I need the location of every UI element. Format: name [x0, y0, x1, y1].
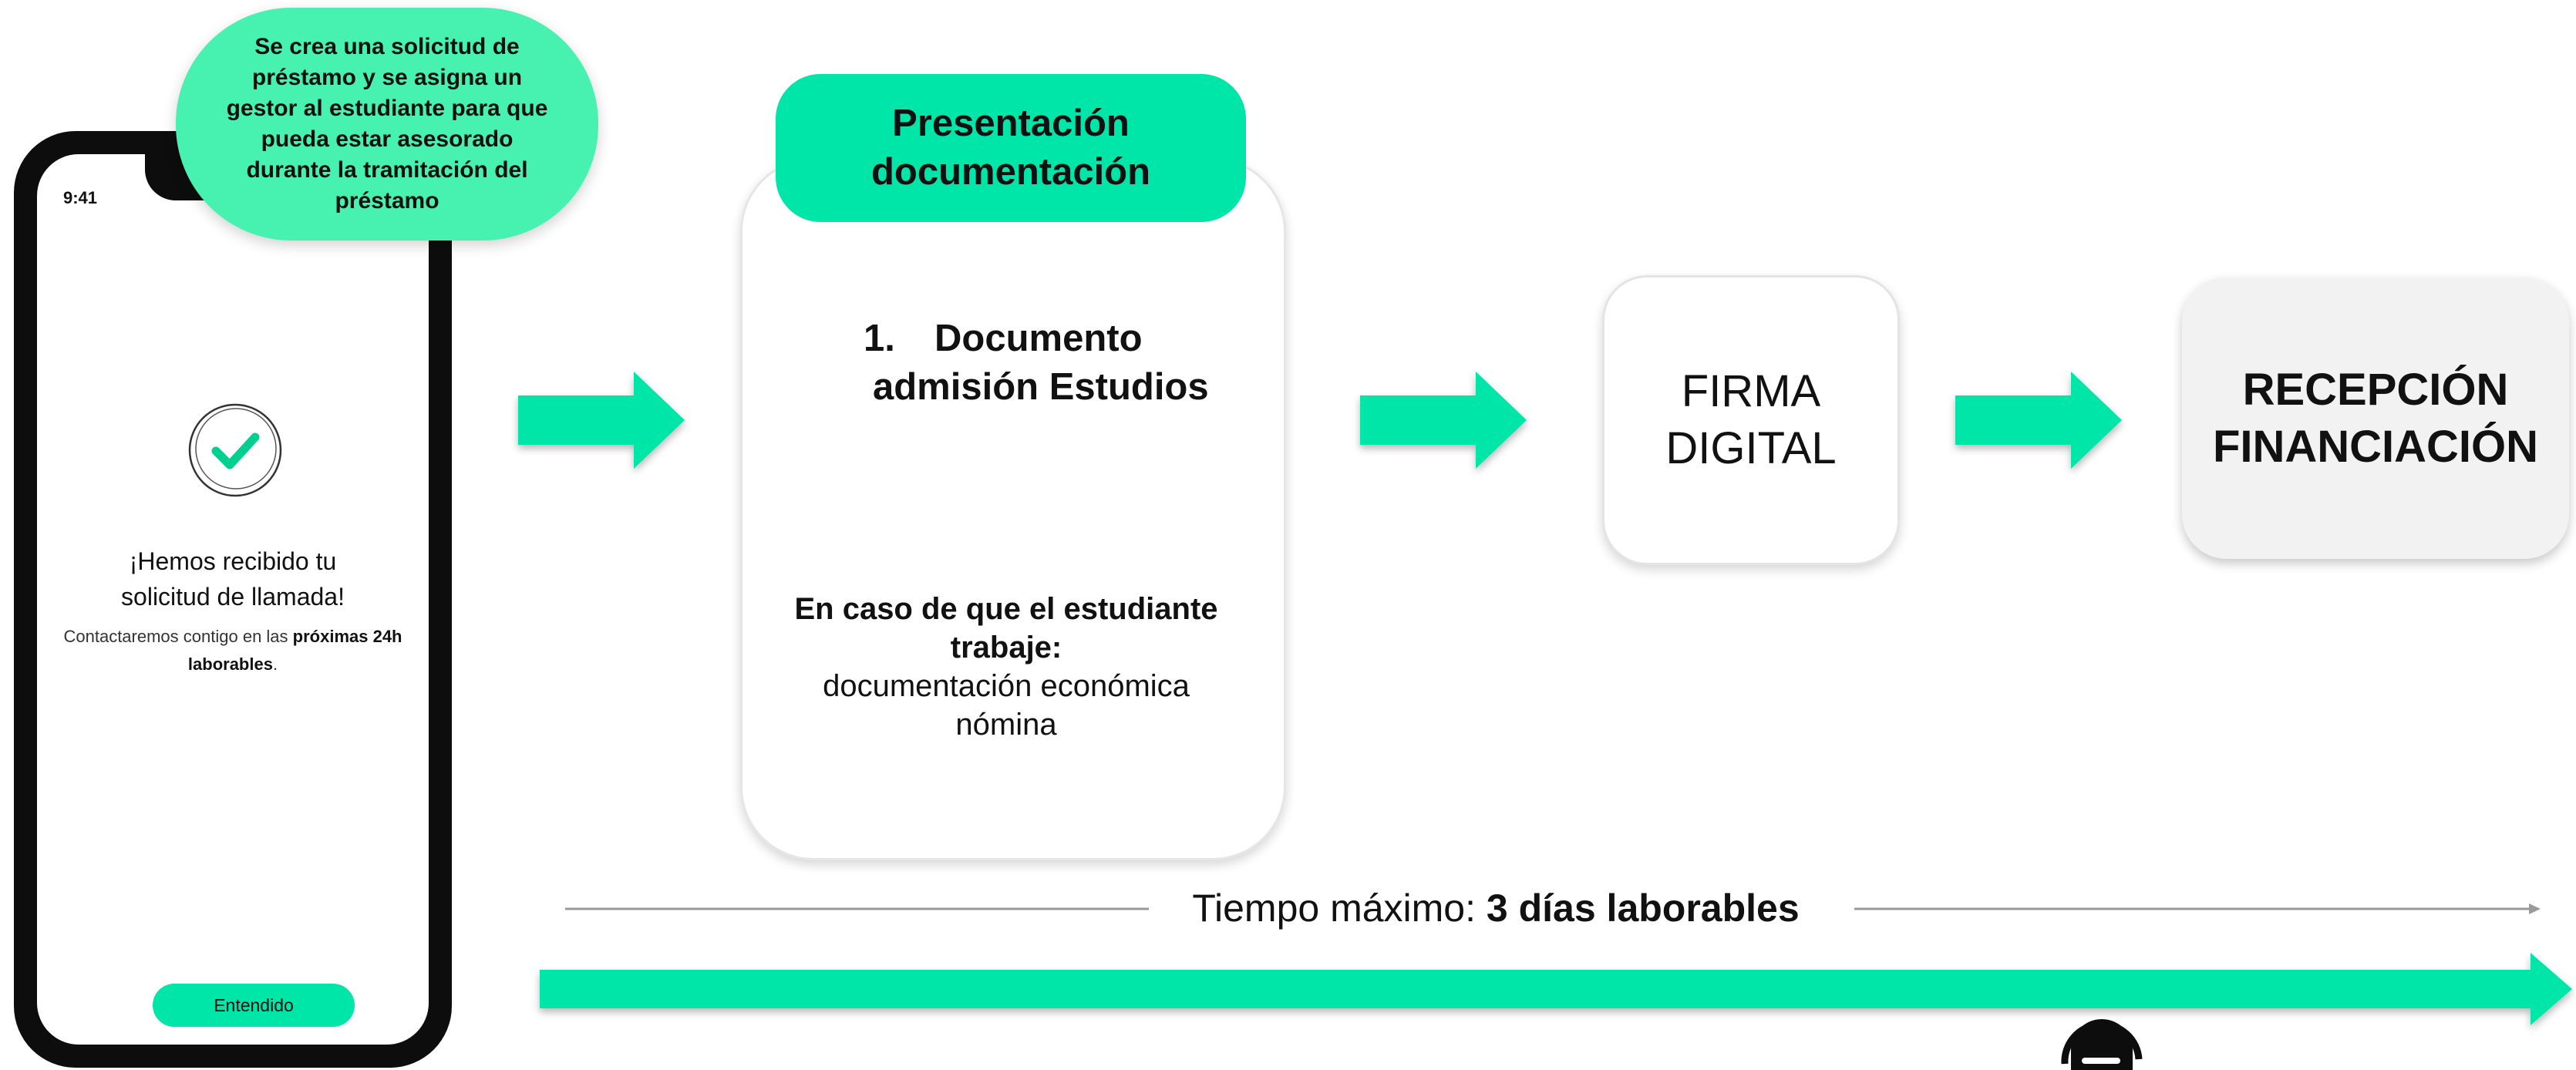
- recepcion-line1: RECEPCIÓN: [2242, 364, 2509, 415]
- recepcion-text: RECEPCIÓN FINANCIACIÓN: [2213, 362, 2538, 476]
- recepcion-financiacion-card: RECEPCIÓN FINANCIACIÓN: [2182, 278, 2569, 559]
- documentation-item: 1. Documento admisión Estudios: [864, 315, 1209, 412]
- confirmation-title-line1: ¡Hemos recibido tu: [129, 547, 337, 575]
- headset-icon: [2061, 1019, 2143, 1070]
- documentation-note: En caso de que el estudiante trabaje: do…: [771, 590, 1241, 744]
- timeline-line-right: [1854, 903, 2541, 914]
- check-circle-icon: [187, 402, 283, 498]
- subtitle-period: .: [272, 654, 278, 674]
- documentation-item-line2: admisión Estudios: [873, 366, 1209, 408]
- phone-mockup: 9:41 ¡Hemos recibido tu solicitud de lla…: [14, 131, 452, 1068]
- firma-digital-text: FIRMA DIGITAL: [1665, 363, 1836, 477]
- documentation-note-line1: documentación económica: [823, 669, 1190, 703]
- firma-line2: DIGITAL: [1665, 423, 1837, 473]
- phone-screen: 9:41 ¡Hemos recibido tu solicitud de lla…: [37, 154, 429, 1045]
- timeline-label-prefix: Tiempo máximo:: [1192, 887, 1487, 930]
- firma-line1: FIRMA: [1681, 366, 1821, 416]
- timeline-label: Tiempo máximo: 3 días laborables: [1149, 881, 1843, 935]
- documentation-item-number: 1.: [864, 318, 895, 359]
- documentation-card: [740, 158, 1286, 860]
- firma-digital-card: FIRMA DIGITAL: [1602, 275, 1900, 565]
- documentation-note-bold-line2: trabaje:: [950, 631, 1062, 665]
- documentation-header-text: Presentación documentación: [871, 99, 1150, 197]
- documentation-note-bold-line1: En caso de que el estudiante: [794, 592, 1218, 626]
- subtitle-bold-hours: próximas 24h: [292, 627, 402, 646]
- confirmation-title-line2: solicitud de llamada!: [121, 583, 345, 611]
- subtitle-bold-laborables: laborables: [187, 654, 273, 674]
- info-bubble: Se crea una solicitud de préstamo y se a…: [176, 8, 598, 241]
- documentation-header-line2: documentación: [870, 151, 1151, 193]
- arrow-right-icon: [518, 372, 685, 469]
- confirmation-subtitle: Contactaremos contigo en las próximas 24…: [52, 623, 413, 678]
- timeline-label-bold: 3 días laborables: [1486, 887, 1800, 930]
- recepcion-line2: FINANCIACIÓN: [2212, 421, 2539, 472]
- documentation-item-line1: Documento: [934, 318, 1143, 359]
- timeline-arrow: [540, 953, 2572, 1025]
- status-bar-time: 9:41: [63, 188, 98, 207]
- entendido-button[interactable]: Entendido: [153, 984, 355, 1027]
- documentation-header: Presentación documentación: [776, 74, 1246, 222]
- subtitle-text: Contactaremos contigo en las: [63, 627, 293, 646]
- documentation-note-line2: nómina: [955, 708, 1057, 742]
- confirmation-title: ¡Hemos recibido tu solicitud de llamada!: [37, 543, 429, 614]
- arrow-right-icon: [1360, 372, 1527, 469]
- documentation-header-line1: Presentación: [892, 103, 1130, 144]
- arrow-right-icon: [1955, 372, 2122, 469]
- info-bubble-text: Se crea una solicitud de préstamo y se a…: [226, 34, 548, 214]
